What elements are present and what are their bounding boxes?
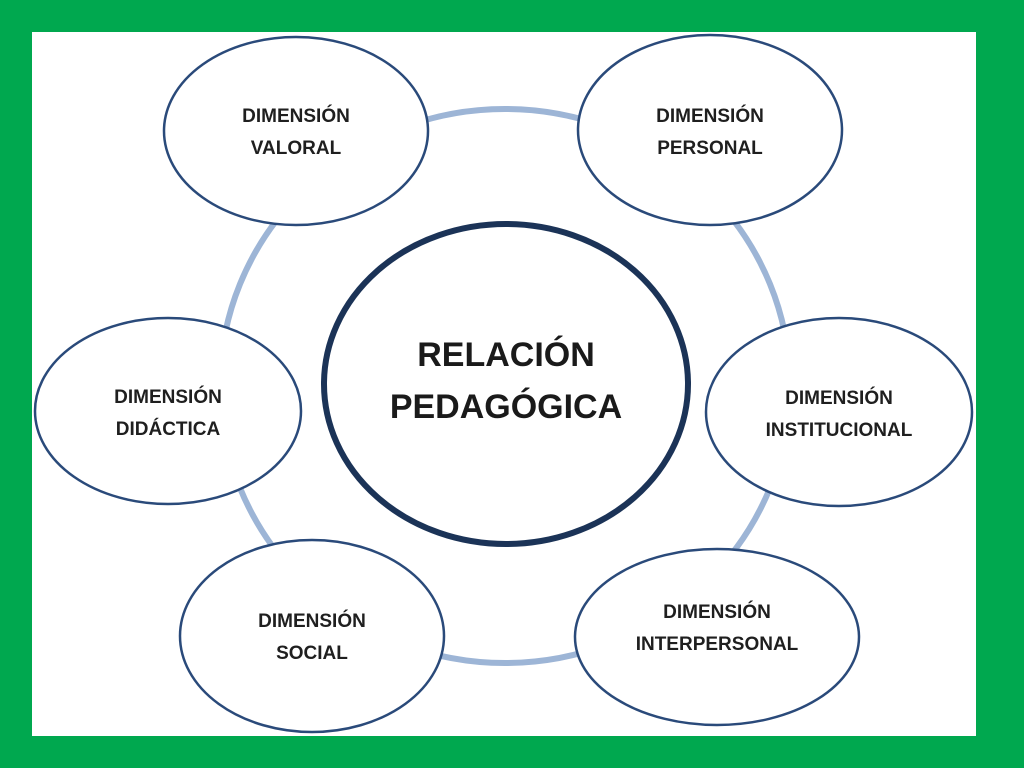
center-node: RELACIÓN PEDAGÓGICA	[321, 221, 691, 547]
node-interpersonal-shape	[573, 547, 861, 727]
node-valoral: DIMENSIÓN VALORAL	[162, 35, 430, 227]
node-valoral-line1: DIMENSIÓN	[242, 105, 350, 127]
node-institucional: DIMENSIÓN INSTITUCIONAL	[704, 316, 974, 508]
node-social: DIMENSIÓN SOCIAL	[178, 538, 446, 734]
center-label-line1: RELACIÓN	[417, 336, 595, 374]
node-interpersonal-line2: INTERPERSONAL	[636, 634, 799, 655]
node-interpersonal: DIMENSIÓN INTERPERSONAL	[573, 547, 861, 727]
node-social-shape	[178, 538, 446, 734]
node-personal-line2: PERSONAL	[657, 138, 763, 159]
node-personal: DIMENSIÓN PERSONAL	[576, 33, 844, 227]
node-didactica-line1: DIMENSIÓN	[114, 386, 222, 408]
node-institucional-shape	[704, 316, 974, 508]
node-personal-shape	[576, 33, 844, 227]
node-social-line1: DIMENSIÓN	[258, 610, 366, 632]
node-didactica-shape	[33, 316, 303, 506]
center-node-shape	[321, 221, 691, 547]
node-didactica-line2: DIDÁCTICA	[116, 418, 221, 440]
node-didactica: DIMENSIÓN DIDÁCTICA	[33, 316, 303, 506]
node-institucional-line1: DIMENSIÓN	[785, 387, 893, 409]
node-valoral-line2: VALORAL	[251, 138, 342, 159]
node-social-line2: SOCIAL	[276, 643, 348, 664]
node-interpersonal-line1: DIMENSIÓN	[663, 601, 771, 623]
node-valoral-shape	[162, 35, 430, 227]
node-personal-line1: DIMENSIÓN	[656, 105, 764, 127]
node-institucional-line2: INSTITUCIONAL	[766, 420, 913, 441]
center-label-line2: PEDAGÓGICA	[390, 388, 622, 426]
